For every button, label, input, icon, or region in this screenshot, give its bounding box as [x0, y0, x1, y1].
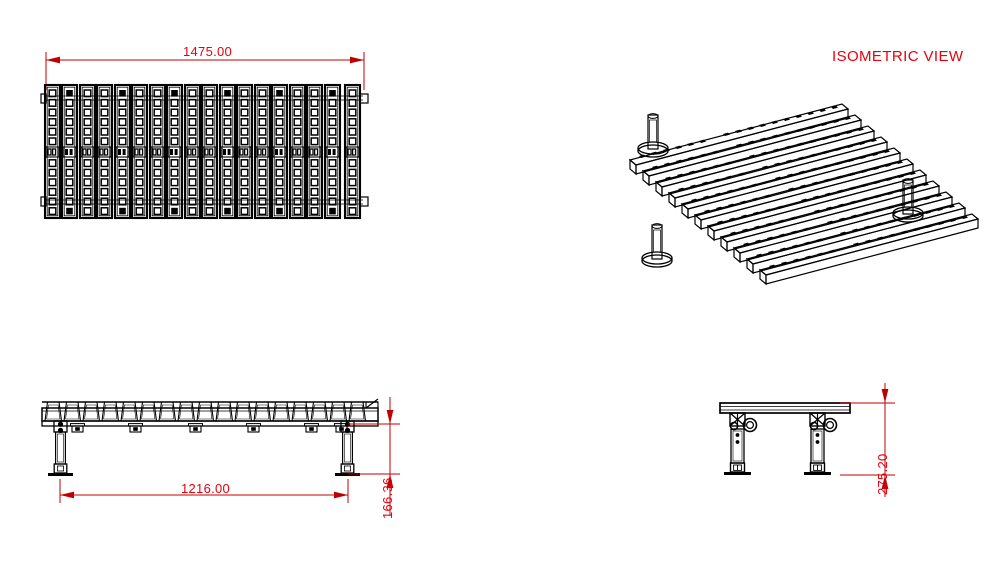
front-view-leg-right — [334, 420, 361, 477]
dimension-label-166: 166.36 — [380, 477, 395, 519]
side-view-leg-right — [803, 412, 838, 476]
front-view-mounting-clips — [69, 423, 350, 433]
side-view-dimension-275 — [840, 383, 895, 497]
isometric-view: ISOMETRIC VIEW — [600, 20, 986, 290]
dimension-label-275: 275.20 — [875, 453, 890, 495]
side-view-geometry — [719, 383, 895, 497]
top-view-end-tabs — [40, 93, 369, 207]
isometric-view-label: ISOMETRIC VIEW — [832, 48, 964, 65]
front-view-geometry — [41, 397, 400, 515]
front-view-dimension-166 — [348, 397, 400, 515]
top-view-grating — [43, 83, 362, 220]
side-view-deck — [719, 402, 851, 414]
isometric-leg-front-left — [637, 113, 669, 158]
isometric-deck — [629, 103, 979, 285]
front-view-slat-profiles — [44, 401, 367, 422]
front-view-dimension-1216 — [59, 479, 349, 503]
front-view-deck-beam — [41, 398, 379, 427]
side-view-leg-left — [723, 412, 758, 476]
top-view: 1475.00 — [0, 0, 420, 240]
dimension-label-1475: 1475.00 — [183, 44, 233, 59]
top-view-dimension-1475 — [45, 52, 365, 90]
isometric-leg-front-right — [641, 223, 673, 268]
front-view: 1216.00 166.36 — [0, 375, 420, 555]
isometric-view-geometry — [629, 103, 979, 285]
isometric-leg-rear-right — [892, 178, 924, 223]
top-view-cross-rails — [45, 95, 363, 205]
top-view-geometry — [40, 52, 369, 220]
front-view-leg-left — [47, 420, 74, 477]
dimension-label-1216: 1216.00 — [181, 481, 231, 496]
side-view: 275.20 — [690, 375, 950, 555]
